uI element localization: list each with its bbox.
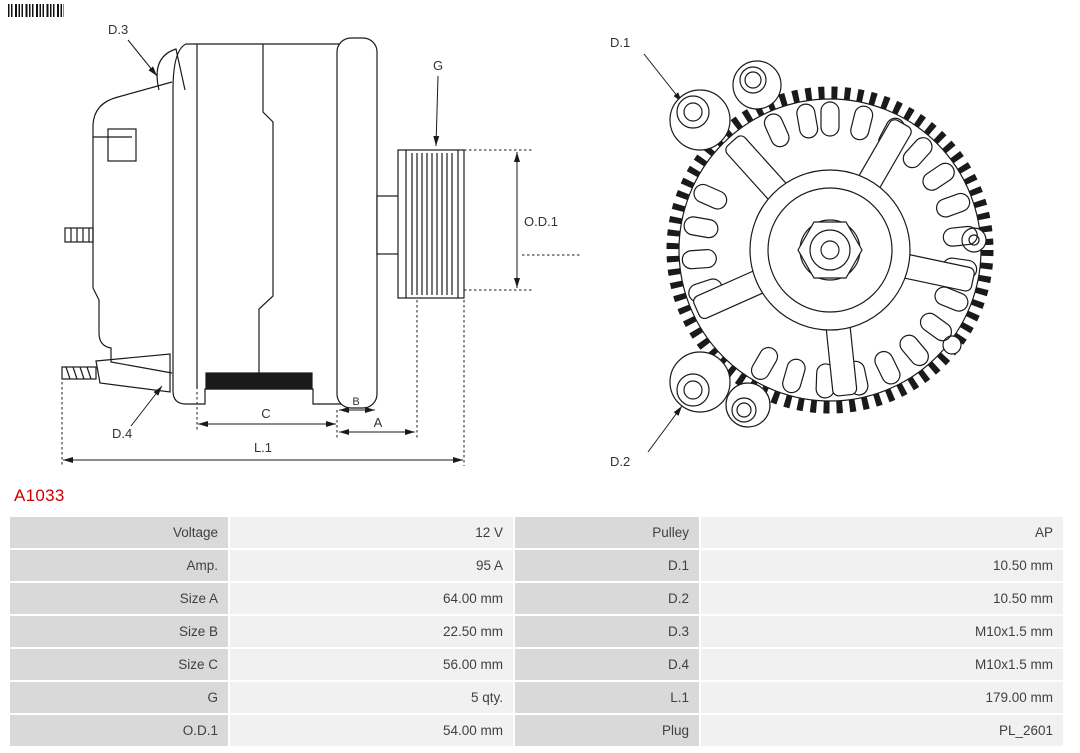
- part-number: A1033: [14, 486, 65, 505]
- spec-label: D.3: [515, 616, 699, 647]
- dim-label-d1: D.1: [610, 35, 630, 50]
- spec-label: G: [10, 682, 228, 713]
- spec-value: PL_2601: [701, 715, 1063, 746]
- table-row: Size C 56.00 mm D.4 M10x1.5 mm: [10, 649, 1063, 680]
- spec-value: 64.00 mm: [230, 583, 513, 614]
- spec-value: AP: [701, 517, 1063, 548]
- spec-value: 5 qty.: [230, 682, 513, 713]
- dim-label-a: A: [374, 415, 383, 430]
- table-row: O.D.1 54.00 mm Plug PL_2601: [10, 715, 1063, 746]
- spec-label: Size A: [10, 583, 228, 614]
- dim-label-g: G: [433, 58, 443, 73]
- spec-label: L.1: [515, 682, 699, 713]
- spec-value: M10x1.5 mm: [701, 649, 1063, 680]
- spec-label: Plug: [515, 715, 699, 746]
- spec-label: D.1: [515, 550, 699, 581]
- spec-label: Voltage: [10, 517, 228, 548]
- dim-label-od1: O.D.1: [524, 214, 558, 229]
- dimension-lines: [61, 39, 683, 466]
- pulley-front: [749, 169, 911, 331]
- dimension-labels: D.3 G O.D.1 D.4 C B A L.1 D.1 D.2: [108, 22, 630, 469]
- pulley-side: [397, 149, 465, 299]
- dim-label-d3: D.3: [108, 22, 128, 37]
- spec-value: M10x1.5 mm: [701, 616, 1063, 647]
- barcode: [8, 4, 64, 17]
- technical-drawing: D.3 G O.D.1 D.4 C B A L.1 D.1 D.2: [61, 22, 994, 469]
- spec-value: 95 A: [230, 550, 513, 581]
- spec-value: 179.00 mm: [701, 682, 1063, 713]
- table-row: Voltage 12 V Pulley AP: [10, 517, 1063, 548]
- mounting-holes: [676, 66, 767, 423]
- spec-value: 22.50 mm: [230, 616, 513, 647]
- spec-label: D.2: [515, 583, 699, 614]
- spec-label: D.4: [515, 649, 699, 680]
- spec-label: Size B: [10, 616, 228, 647]
- dim-label-d2: D.2: [610, 454, 630, 469]
- spec-value: 10.50 mm: [701, 550, 1063, 581]
- table-row: Size B 22.50 mm D.3 M10x1.5 mm: [10, 616, 1063, 647]
- threaded-stud: [61, 366, 97, 380]
- spec-value: 12 V: [230, 517, 513, 548]
- dim-label-d4: D.4: [112, 426, 132, 441]
- alternator-side-view: [61, 37, 465, 409]
- spec-value: 10.50 mm: [701, 583, 1063, 614]
- spec-value: 56.00 mm: [230, 649, 513, 680]
- dim-label-c: C: [261, 406, 270, 421]
- table-row: Amp. 95 A D.1 10.50 mm: [10, 550, 1063, 581]
- terminal-stud: [64, 227, 94, 243]
- table-row: Size A 64.00 mm D.2 10.50 mm: [10, 583, 1063, 614]
- dim-label-l1: L.1: [254, 440, 272, 455]
- spec-table: Voltage 12 V Pulley AP Amp. 95 A D.1 10.…: [10, 517, 1063, 746]
- spec-label: O.D.1: [10, 715, 228, 746]
- table-row: G 5 qty. L.1 179.00 mm: [10, 682, 1063, 713]
- dim-label-b: B: [352, 396, 359, 408]
- spec-label: Size C: [10, 649, 228, 680]
- alternator-front-view: [666, 60, 994, 428]
- spec-label: Pulley: [515, 517, 699, 548]
- spec-label: Amp.: [10, 550, 228, 581]
- spec-value: 54.00 mm: [230, 715, 513, 746]
